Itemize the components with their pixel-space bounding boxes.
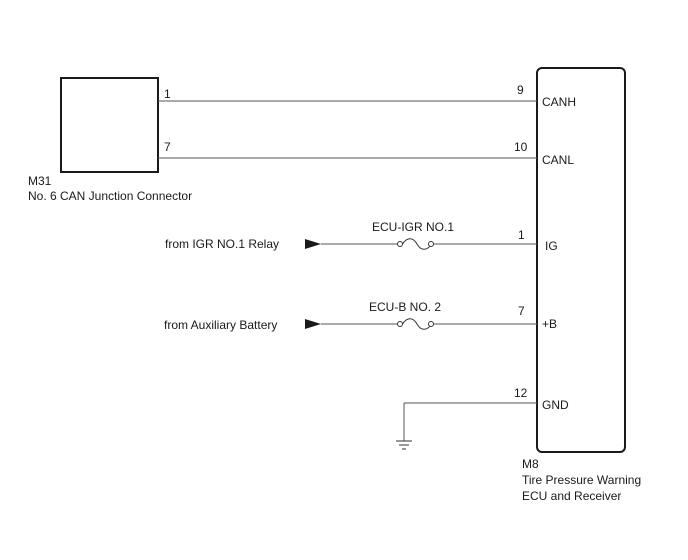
m31-code: M31 xyxy=(28,174,52,188)
fuse-ecu-b-icon xyxy=(397,318,434,330)
ig-circuit xyxy=(305,238,537,250)
ground-icon xyxy=(396,440,412,450)
ecu-code: M8 xyxy=(522,457,539,471)
ecu-pin-b: 7 xyxy=(518,304,525,318)
ecu-signal-canh: CANH xyxy=(542,95,577,109)
m31-name: No. 6 CAN Junction Connector xyxy=(28,189,193,203)
ecu-pin-ig: 1 xyxy=(518,228,525,242)
m8-ecu-box xyxy=(536,67,626,453)
b-circuit xyxy=(305,318,537,330)
fuse-ecu-b-label: ECU-B NO. 2 xyxy=(369,300,442,314)
source-aux-battery: from Auxiliary Battery xyxy=(164,318,278,332)
fuse-ecu-igr-label: ECU-IGR NO.1 xyxy=(372,220,455,234)
gnd-circuit xyxy=(396,402,537,450)
igr-arrow-icon xyxy=(305,239,321,249)
ecu-signal-canl: CANL xyxy=(542,153,575,167)
ecu-signal-ig: IG xyxy=(545,239,558,253)
m31-connector-box xyxy=(60,77,159,173)
ecu-pin-canh: 9 xyxy=(517,83,524,97)
ecu-signal-b: +B xyxy=(542,317,558,331)
ecu-pin-gnd: 12 xyxy=(514,386,528,400)
source-igr-relay: from IGR NO.1 Relay xyxy=(165,237,280,251)
ecu-signal-gnd: GND xyxy=(542,398,569,412)
ecu-pin-canl: 10 xyxy=(514,140,528,154)
m31-pin-7: 7 xyxy=(164,140,171,154)
fuse-ecu-igr-icon xyxy=(397,238,434,250)
m31-pin-1: 1 xyxy=(164,87,171,101)
aux-battery-arrow-icon xyxy=(305,319,321,329)
ecu-name-line1: Tire Pressure Warning xyxy=(522,473,642,487)
ecu-name-line2: ECU and Receiver xyxy=(522,489,622,503)
